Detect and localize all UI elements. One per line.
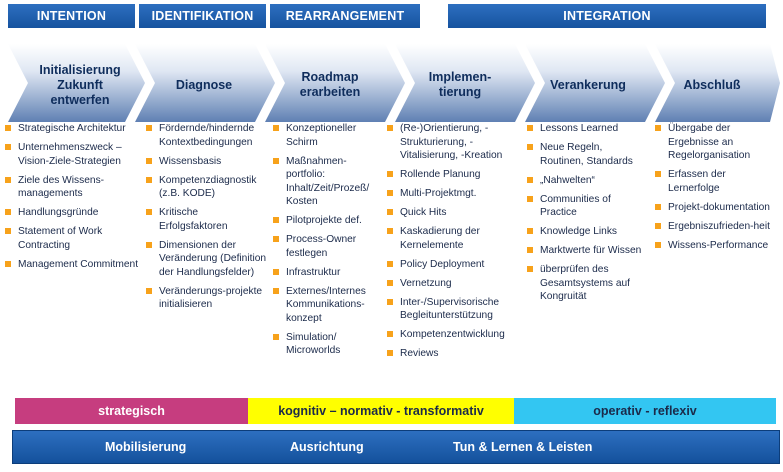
band-strategisch: strategisch <box>15 398 248 424</box>
list-item: Knowledge Links <box>527 225 645 239</box>
list-item: Wissens-Performance <box>655 239 775 253</box>
list-item: Maßnahmen-portfolio: Inhalt/Zeit/Prozeß/… <box>273 155 385 209</box>
chevron-6 <box>655 44 780 122</box>
phase-intention: INTENTION <box>8 4 135 28</box>
step-label-verankerung: Verankerung <box>550 77 626 92</box>
list-item: Dimensionen der Veränderung (Definition … <box>146 239 268 280</box>
step-label-implementierung: Implemen- tierung <box>428 70 492 99</box>
bottom-label-ausrichtung: Ausrichtung <box>290 440 364 454</box>
list-item: Pilotprojekte def. <box>273 214 385 228</box>
column-abschluss: Übergabe der Ergebnisse an Regelorganisa… <box>655 122 775 258</box>
list-item: überprüfen des Gesamtsystems auf Kongrui… <box>527 263 645 304</box>
bottom-label-mobilisierung: Mobilisierung <box>105 440 187 454</box>
list-item: Management Commitment <box>5 258 139 272</box>
list-item: Fördernde/hindernde Kontextbedingungen <box>146 122 268 149</box>
list-item: (Re-)Orientierung, -Strukturierung, -Vit… <box>387 122 519 163</box>
list-item: Kritische Erfolgsfaktoren <box>146 206 268 233</box>
list-item: Veränderungs-projekte initialisieren <box>146 285 268 312</box>
list-item: Statement of Work Contracting <box>5 225 139 252</box>
list-item: Erfassen der Lernerfolge <box>655 168 775 195</box>
list-item: Projekt-dokumentation <box>655 201 775 215</box>
bottom-bar: Mobilisierung Ausrichtung Tun & Lernen &… <box>12 430 780 464</box>
list-item: Lessons Learned <box>527 122 645 136</box>
list-item: Reviews <box>387 347 519 361</box>
phase-identifikation: IDENTIFIKATION <box>139 4 266 28</box>
column-implementierung: (Re-)Orientierung, -Strukturierung, -Vit… <box>387 122 519 366</box>
list-item: Kaskadierung der Kernelemente <box>387 225 519 252</box>
list-item: Übergabe der Ergebnisse an Regelorganisa… <box>655 122 775 163</box>
list-item: Policy Deployment <box>387 258 519 272</box>
list-item: Externes/Internes Kommunikations-konzept <box>273 285 385 326</box>
list-item: Neue Regeln, Routinen, Standards <box>527 141 645 168</box>
band-operativ: operativ - reflexiv <box>514 398 776 424</box>
list-item: Quick Hits <box>387 206 519 220</box>
list-item: Wissensbasis <box>146 155 268 169</box>
list-item: Vernetzung <box>387 277 519 291</box>
chevron-4 <box>395 44 535 122</box>
list-item: Ziele des Wissens-managements <box>5 174 139 201</box>
step-label-diagnose: Diagnose <box>175 77 233 92</box>
chevron-1 <box>8 44 145 122</box>
list-item: Inter-/Supervisorische Begleitunterstütz… <box>387 296 519 323</box>
phase-rearrangement: REARRANGEMENT <box>270 4 420 28</box>
list-item: Unternehmenszweck – Vision-Ziele-Strateg… <box>5 141 139 168</box>
bottom-label-tun-lernen-leisten: Tun & Lernen & Leisten <box>453 440 593 454</box>
list-item: Kompetenzentwicklung <box>387 328 519 342</box>
list-item: Communities of Practice <box>527 193 645 220</box>
list-item: Process-Owner festlegen <box>273 233 385 260</box>
list-item: Ergebniszufrieden-heit <box>655 220 775 234</box>
list-item: „Nahwelten“ <box>527 174 645 188</box>
list-item: Marktwerte für Wissen <box>527 244 645 258</box>
step-label-roadmap: Roadmap erarbeiten <box>299 70 361 99</box>
chevron-5 <box>525 44 665 122</box>
column-initialisierung: Strategische Architektur Unternehmenszwe… <box>5 122 139 277</box>
column-diagnose: Fördernde/hindernde Kontextbedingungen W… <box>146 122 268 317</box>
list-item: Rollende Planung <box>387 168 519 182</box>
list-item: Handlungsgründe <box>5 206 139 220</box>
chevron-3 <box>265 44 405 122</box>
list-item: Simulation/ Microworlds <box>273 331 385 358</box>
process-chevrons <box>8 44 780 122</box>
list-item: Konzeptioneller Schirm <box>273 122 385 149</box>
step-label-initialisierung: Initialisierung Zukunft entwerfen <box>39 62 121 107</box>
column-verankerung: Lessons Learned Neue Regeln, Routinen, S… <box>527 122 645 309</box>
step-label-abschluss: Abschluß <box>683 77 741 92</box>
phase-integration: INTEGRATION <box>448 4 766 28</box>
list-item: Infrastruktur <box>273 266 385 280</box>
list-item: Multi-Projektmgt. <box>387 187 519 201</box>
list-item: Strategische Architektur <box>5 122 139 136</box>
column-roadmap: Konzeptioneller Schirm Maßnahmen-portfol… <box>273 122 385 363</box>
band-kognitiv: kognitiv – normativ - transformativ <box>248 398 514 424</box>
list-item: Kompetenzdiagnostik (z.B. KODE) <box>146 174 268 201</box>
chevron-2 <box>135 44 275 122</box>
